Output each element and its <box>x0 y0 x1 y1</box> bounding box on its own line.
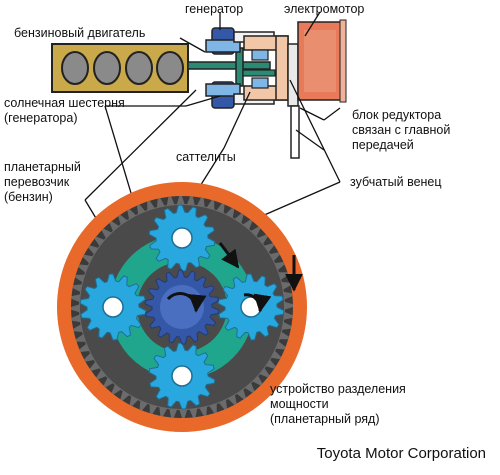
planet-rotation-arrow <box>243 293 272 313</box>
carrier-rotation-arrow <box>218 242 240 269</box>
engine-shaft <box>187 47 276 87</box>
planet-carrier-label: планетарный перевозчик (бензин) <box>4 160 81 204</box>
engine-label: бензиновый двигатель <box>14 26 146 40</box>
generator-label: генератор <box>185 2 244 16</box>
sun-rotation-arrow <box>166 292 207 313</box>
satellites-label: саттелиты <box>176 150 236 164</box>
planet-pin-1 <box>171 227 193 249</box>
planet-pin-4 <box>102 296 124 318</box>
engine-block <box>51 43 189 93</box>
planet-pin-3 <box>171 365 193 387</box>
credit-text: Toyota Motor Corporation <box>316 445 486 462</box>
ring-gear-label: зубчатый венец <box>350 175 442 189</box>
electromotor-unit <box>297 19 347 103</box>
ring-gear-holder <box>243 35 289 101</box>
sun-gear-label: солнечная шестерня (генератора) <box>4 96 125 125</box>
planetary-gear-set <box>57 182 307 432</box>
power-split-label: устройство разделения мощности (планетар… <box>270 382 406 426</box>
electromotor-label: электромотор <box>284 2 365 16</box>
reducer-block-label: блок редуктора связан с главной передаче… <box>352 108 451 152</box>
